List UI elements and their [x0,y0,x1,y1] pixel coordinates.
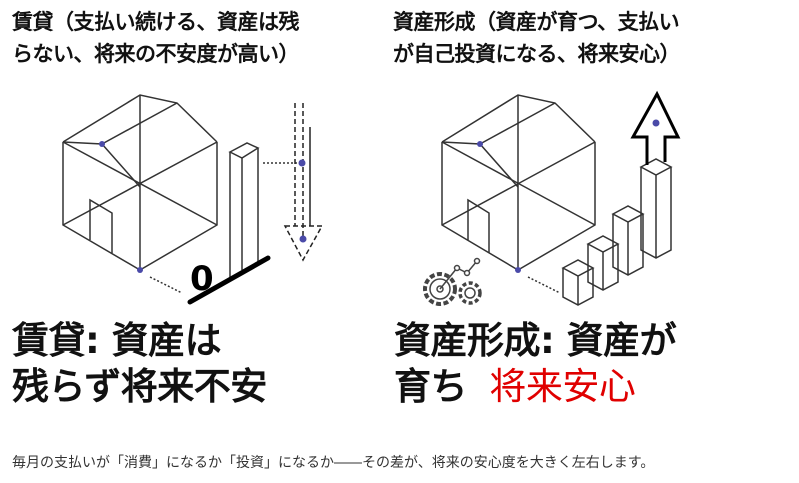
right-headline-peace-of-mind: 将来安心 [489,365,636,408]
single-bar-icon [228,142,260,277]
left-headline-line1: 賃貸: 資産は [12,319,222,362]
left-title-line1: 賃貸（支払い続ける、資産は残 [12,10,300,34]
dot-right-base [515,267,521,273]
dot-arrow-bottom [299,235,307,243]
dot-left-roof [99,141,105,147]
growth-bar-1 [561,259,595,306]
dot-left-base [137,267,143,273]
dotted-connector-left [149,276,183,294]
up-arrow-icon [630,90,681,165]
dotted-connector-right [527,276,561,294]
left-headline-line2: 残らず将来不安 [12,365,267,408]
baseline-bar [187,255,271,305]
right-title-line1: 資産形成（資産が育つ、支払い [393,10,680,34]
left-headline: 賃貸: 資産は 残らず将来不安 [12,318,267,410]
down-arrow-icon [283,103,324,262]
dot-up-arrow [652,119,660,127]
zero-label: 0 [190,259,214,299]
left-title-line2: らない、将来の不安度が高い） [12,42,300,66]
growth-bar-4 [639,158,673,259]
right-headline-line2: 育ち 将来安心 [394,364,676,410]
right-headline-grow: 育ち [394,365,468,408]
gears-icon [423,257,482,306]
left-title: 賃貸（支払い続ける、資産は残 らない、将来の不安度が高い） [12,6,300,70]
house-icon-left [62,94,218,271]
house-icon-right [441,94,596,271]
right-headline: 資産形成: 資産が 育ち 将来安心 [394,318,677,410]
right-title: 資産形成（資産が育つ、支払い が自己投資になる、将来安心） [393,6,681,70]
caption: 毎月の支払いが「消費」になるか「投資」になるか――その差が、将来の安心度を大きく… [12,455,655,471]
growth-bar-3 [611,205,645,276]
right-headline-line1: 資産形成: 資産が [394,319,677,362]
growth-bars-icon [561,158,673,306]
right-title-line2: が自己投資になる、将来安心） [393,42,681,66]
dot-right-roof [477,141,483,147]
dot-arrow-top [298,159,306,167]
